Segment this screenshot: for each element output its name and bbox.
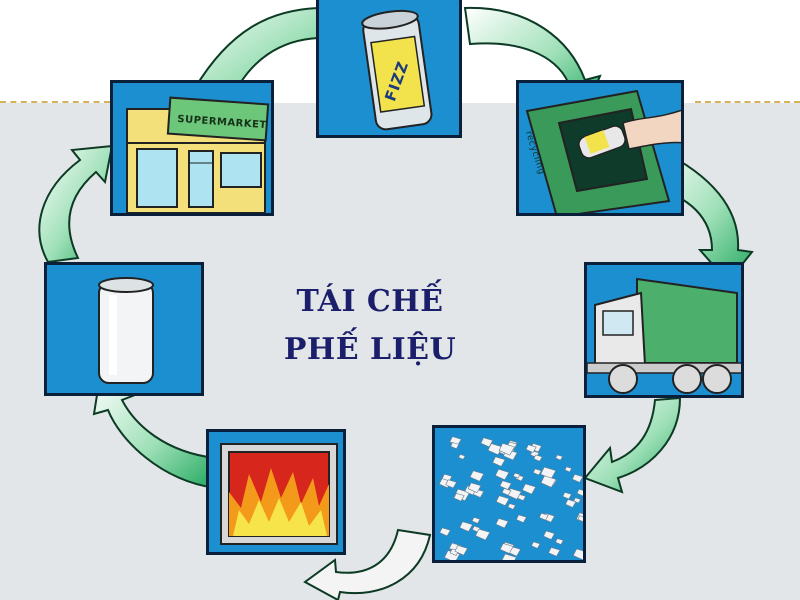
dashed-divider-right <box>695 101 800 103</box>
dashed-divider-left <box>0 101 110 103</box>
arrow-shreds-to-furnace <box>303 528 432 600</box>
shredded-metal-icon <box>438 436 583 560</box>
furnace-fire-icon <box>220 443 338 545</box>
step-recycling-bin-tile <box>516 80 684 216</box>
arrow-truck-to-shreds <box>583 396 682 494</box>
step-shredded-metal-tile <box>432 425 586 563</box>
recycling-bin-icon <box>525 89 681 213</box>
step-drink-can-tile <box>316 0 462 138</box>
supermarket-icon <box>126 96 270 213</box>
step-truck-tile <box>584 262 744 398</box>
step-furnace-tile <box>206 429 346 555</box>
plain-can-icon <box>98 277 154 384</box>
diagram-title: TÁI CHẾ PHẾ LIỆU <box>270 278 470 374</box>
step-supermarket-tile <box>110 80 274 216</box>
soda-can-icon <box>361 9 433 131</box>
garbage-truck-icon <box>587 277 741 394</box>
step-new-can-tile <box>44 262 204 396</box>
title-line-2: PHẾ LIỆU <box>283 332 457 367</box>
arrow-newcan-to-store <box>38 144 114 264</box>
title-line-1: TÁI CHẾ <box>296 284 444 319</box>
